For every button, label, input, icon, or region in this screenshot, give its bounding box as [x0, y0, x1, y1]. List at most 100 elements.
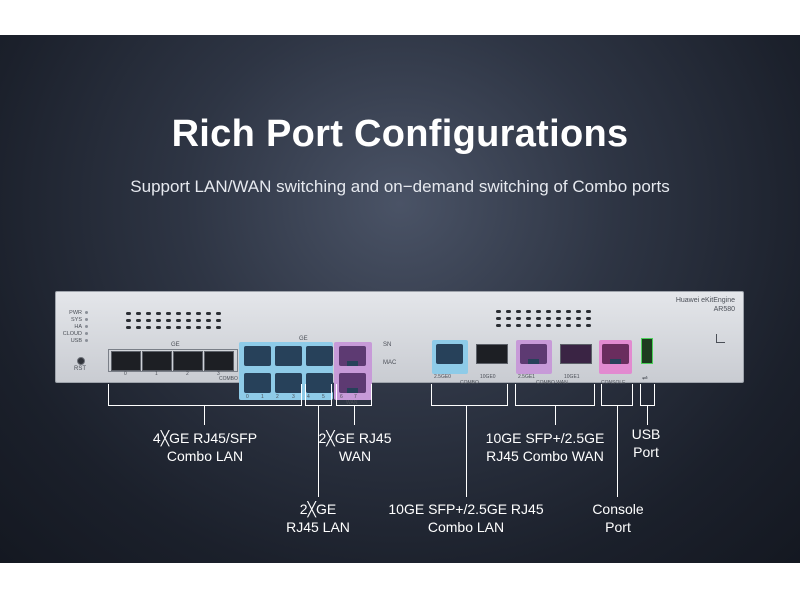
- port-10ge0-label: 10GE0: [480, 374, 496, 380]
- rst-label: RST: [74, 366, 86, 372]
- bracket-line: [466, 405, 467, 497]
- vent-slot: [186, 312, 191, 315]
- led-usb: USB: [62, 337, 88, 344]
- vent-slot: [216, 326, 221, 329]
- port-10ge0[interactable]: [476, 344, 508, 364]
- led-sys: SYS: [62, 316, 88, 323]
- vent-slot: [556, 324, 561, 327]
- bracket-line: [647, 405, 648, 425]
- rj45-port-5[interactable]: [306, 373, 333, 393]
- bracket-line: [108, 384, 109, 406]
- sfp-port-3[interactable]: [204, 351, 234, 371]
- sfp-number: 0: [124, 371, 127, 377]
- vent-slot: [506, 317, 511, 320]
- vent-slot: [166, 319, 171, 322]
- brand-name: Huawei eKitEngine: [675, 297, 735, 304]
- callout-line: USB: [631, 426, 661, 442]
- page-title: Rich Port Configurations: [171, 113, 629, 155]
- callout-10ge-combo-lan: 10GE SFP+/2.5GE RJ45 Combo LAN: [380, 500, 552, 536]
- sfp-port-frame: [108, 349, 238, 372]
- reset-button[interactable]: [77, 357, 85, 365]
- vent-slot: [136, 319, 141, 322]
- vent-slot: [156, 319, 161, 322]
- model-name: AR580: [713, 306, 735, 313]
- status-leds: PWR SYS HA CLOUD USB: [62, 309, 88, 344]
- callout-line: Console: [592, 501, 644, 517]
- vent-slot: [516, 310, 521, 313]
- vent-slot: [496, 310, 501, 313]
- console-port[interactable]: [602, 344, 629, 364]
- callout-line: Combo LAN: [427, 519, 505, 535]
- callout-usb: USB Port: [618, 425, 674, 461]
- bracket-line: [632, 384, 633, 406]
- vent-slot: [166, 312, 171, 315]
- vent-slot: [196, 326, 201, 329]
- banner-background: Rich Port Configurations Support LAN/WAN…: [0, 35, 800, 563]
- bracket-line: [108, 405, 302, 406]
- corner-mark-icon: [716, 334, 725, 343]
- vent-slot: [496, 324, 501, 327]
- sn-label: SN: [383, 342, 392, 348]
- vent-slot: [566, 317, 571, 320]
- led-label: CLOUD: [62, 330, 82, 337]
- sfp-port-1[interactable]: [142, 351, 172, 371]
- led-icon: [85, 311, 88, 314]
- led-label: USB: [70, 337, 82, 344]
- vent-slot: [176, 326, 181, 329]
- vent-grille-right: [496, 310, 591, 327]
- vent-slot: [536, 317, 541, 320]
- callout-line: 10GE SFP+/2.5GE: [485, 430, 605, 446]
- rj45-ge-label: GE: [299, 336, 308, 342]
- vent-slot: [176, 312, 181, 315]
- bracket-line: [431, 384, 432, 406]
- callout-line: RJ45 LAN: [286, 519, 350, 535]
- vent-slot: [506, 310, 511, 313]
- callout-line: 2╳GE: [299, 501, 337, 517]
- rj45-port-4[interactable]: [306, 346, 333, 366]
- vent-slot: [586, 324, 591, 327]
- bracket-line: [431, 405, 508, 406]
- sfp-number: 2: [186, 371, 189, 377]
- rj45-port-2[interactable]: [275, 346, 302, 366]
- port-10ge1[interactable]: [560, 344, 592, 364]
- sfp-combo-label: COMBO: [219, 376, 238, 382]
- led-label: HA: [74, 323, 82, 330]
- rj45-port-3[interactable]: [275, 373, 302, 393]
- sfp-port-0[interactable]: [111, 351, 141, 371]
- bracket-line: [594, 384, 595, 406]
- vent-slot: [556, 317, 561, 320]
- rj45-port-0[interactable]: [244, 346, 271, 366]
- vent-slot: [126, 319, 131, 322]
- vent-slot: [146, 326, 151, 329]
- combo-lan-label: COMBO: [460, 380, 479, 386]
- usb-port[interactable]: [641, 338, 653, 364]
- vent-slot: [206, 319, 211, 322]
- rj45-port-7[interactable]: [339, 373, 366, 393]
- led-icon: [85, 325, 88, 328]
- vent-slot: [566, 324, 571, 327]
- bracket-line: [204, 405, 205, 425]
- sfp-port-2[interactable]: [173, 351, 203, 371]
- vent-slot: [206, 312, 211, 315]
- sfp-number: 3: [217, 371, 220, 377]
- port-2-5ge0[interactable]: [436, 344, 463, 364]
- led-label: PWR: [69, 309, 82, 316]
- vent-slot: [136, 326, 141, 329]
- vent-slot: [586, 317, 591, 320]
- callout-ge-wan: 2╳GE RJ45 WAN: [310, 429, 400, 465]
- vent-slot: [556, 310, 561, 313]
- callout-10ge-combo-wan: 10GE SFP+/2.5GE RJ45 Combo WAN: [470, 429, 620, 465]
- callout-line: Combo LAN: [166, 448, 244, 464]
- bracket-line: [617, 405, 618, 497]
- vent-slot: [126, 312, 131, 315]
- callout-console: Console Port: [580, 500, 656, 536]
- port-2-5ge1[interactable]: [520, 344, 547, 364]
- callout-line: 2╳GE RJ45: [318, 430, 392, 446]
- callout-line: 10GE SFP+/2.5GE RJ45: [388, 501, 544, 517]
- rj45-number: 5: [322, 394, 325, 400]
- rj45-port-6[interactable]: [339, 346, 366, 366]
- console-label: CONSOLE: [601, 380, 626, 386]
- vent-slot: [196, 312, 201, 315]
- led-cloud: CLOUD: [62, 330, 88, 337]
- rj45-port-1[interactable]: [244, 373, 271, 393]
